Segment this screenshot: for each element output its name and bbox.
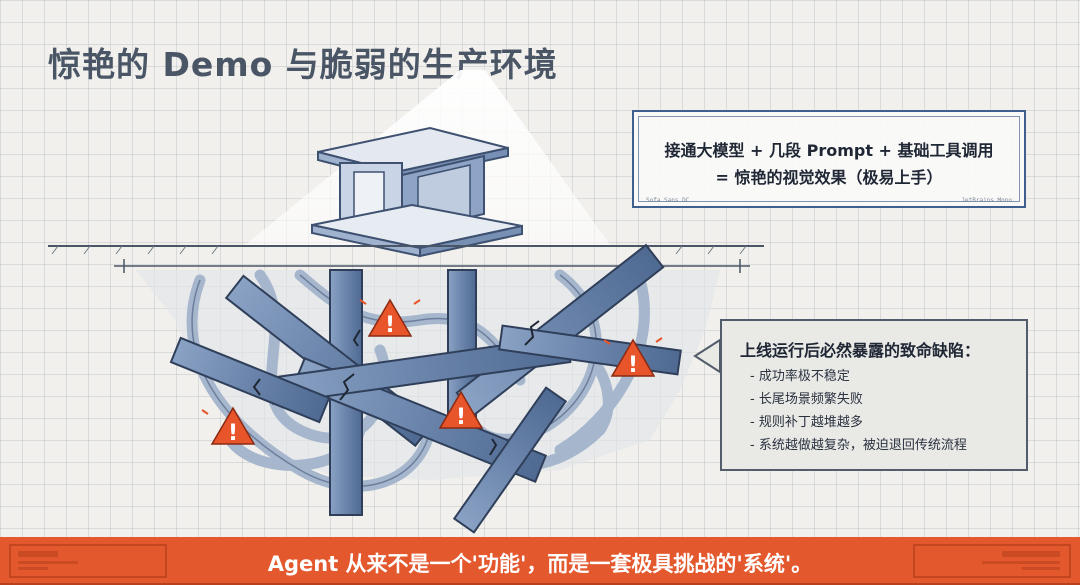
warning-icon: ! (367, 298, 413, 338)
svg-text:!: ! (385, 313, 395, 338)
formula-footer-right: JetBrains Mono (961, 197, 1012, 204)
risk-list: 成功率极不稳定 长尾场景频繁失败 规则补丁越堆越多 系统越做越复杂，被迫退回传统… (750, 365, 967, 457)
banner-decoration-right (913, 544, 1071, 578)
risk-title: 上线运行后必然暴露的致命缺陷： (740, 341, 981, 360)
formula-line-2: = 惊艳的视觉效果（极易上手） (715, 168, 943, 187)
svg-text:!: ! (628, 353, 638, 378)
formula-footer-left: Sofa Sans DC (646, 197, 690, 204)
risk-item: 成功率极不稳定 (750, 365, 967, 388)
beam-diagonal-5 (452, 386, 568, 534)
formula-callout: 接通大模型 + 几段 Prompt + 基础工具调用 = 惊艳的视觉效果（极易上… (632, 110, 1026, 208)
risk-item: 长尾场景频繁失败 (750, 388, 967, 411)
banner-decoration-left (9, 544, 167, 578)
svg-text:!: ! (456, 405, 466, 430)
formula-line-1: 接通大模型 + 几段 Prompt + 基础工具调用 (664, 141, 994, 160)
cracks (252, 320, 540, 456)
warning-icon: ! (210, 406, 256, 446)
beam-diagonal-4 (169, 336, 331, 424)
warning-icon: ! (438, 390, 484, 430)
warning-icon: ! (610, 338, 656, 378)
svg-text:!: ! (228, 421, 238, 446)
risk-item: 系统越做越复杂，被迫退回传统流程 (750, 434, 967, 457)
risk-callout: 上线运行后必然暴露的致命缺陷： 成功率极不稳定 长尾场景频繁失败 规则补丁越堆越… (720, 319, 1028, 471)
pavilion-illustration (311, 126, 523, 258)
banner-text: Agent 从来不是一个'功能'，而是一套极具挑战的'系统'。 (267, 552, 813, 576)
risk-item: 规则补丁越堆越多 (750, 411, 967, 434)
bottom-banner: Agent 从来不是一个'功能'，而是一套极具挑战的'系统'。 (0, 537, 1080, 585)
scene-illustration: ! ! ! ! (48, 70, 764, 534)
